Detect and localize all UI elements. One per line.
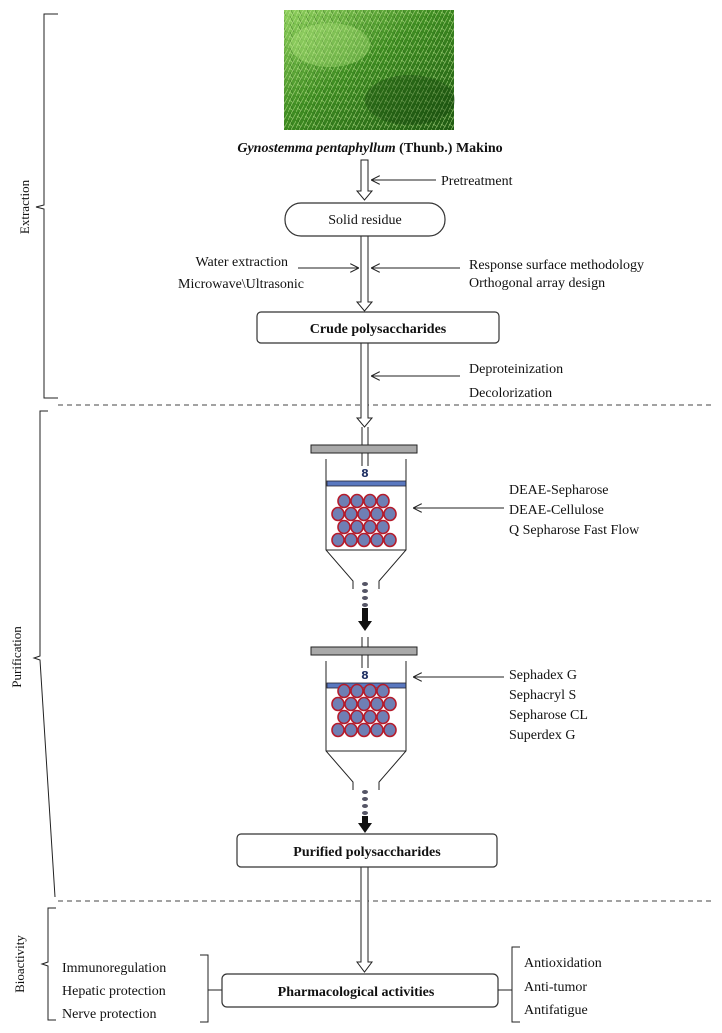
- gel-filtration-column: 8: [310, 637, 418, 833]
- column1-drops: [362, 582, 368, 607]
- bead: [350, 493, 364, 509]
- purified-box: [236, 833, 498, 868]
- deproteinization-label: Deproteinization: [469, 362, 563, 377]
- bead: [337, 493, 351, 509]
- plant-name-italic: Gynostemma pentaphyllum: [237, 141, 395, 156]
- right-acts-bracket: [498, 946, 520, 1023]
- left-acts-bracket: [200, 954, 222, 1023]
- column2-drops: [362, 790, 368, 815]
- orthogonal-label: Orthogonal array design: [469, 276, 605, 291]
- crude-label: Crude polysaccharides: [310, 322, 447, 337]
- sephacryl-label: Sephacryl S: [509, 688, 576, 703]
- column2-stopper: 8: [361, 669, 369, 682]
- bead: [357, 696, 371, 712]
- bead: [331, 532, 345, 548]
- decolorization-label: Decolorization: [469, 386, 552, 401]
- bead: [363, 709, 377, 725]
- bead: [370, 506, 384, 522]
- rsm-label: Response surface methodology: [469, 258, 644, 273]
- antioxidation-label: Antioxidation: [524, 956, 602, 971]
- bead: [331, 506, 345, 522]
- column1-band: [326, 480, 407, 487]
- bead: [344, 722, 358, 738]
- bead: [370, 532, 384, 548]
- bead: [376, 709, 390, 725]
- bead: [331, 722, 345, 738]
- main-arrow-1: [355, 159, 374, 201]
- bead: [370, 722, 384, 738]
- purification-label: Purification: [9, 626, 24, 688]
- column2-output-arrow: [358, 816, 372, 833]
- immunoregulation-label: Immunoregulation: [62, 961, 166, 976]
- main-arrow-3: [355, 342, 374, 428]
- bead: [383, 696, 397, 712]
- plant-name: Gynostemma pentaphyllum (Thunb.) Makino: [237, 141, 502, 156]
- bead: [344, 696, 358, 712]
- purified-label: Purified polysaccharides: [293, 845, 441, 860]
- sepharose-cl-label: Sepharose CL: [509, 708, 588, 723]
- solid-residue-box: [284, 202, 446, 237]
- anti-tumor-label: Anti-tumor: [524, 980, 587, 995]
- column2-cap: [310, 646, 418, 656]
- ion-exchange-column: 8: [310, 427, 418, 631]
- extraction-label: Extraction: [17, 179, 32, 234]
- column1-cap: [310, 444, 418, 454]
- bead: [376, 519, 390, 535]
- bead: [350, 709, 364, 725]
- column1-stopper: 8: [361, 467, 369, 480]
- bead: [344, 506, 358, 522]
- bioactivity-bracket: [40, 907, 56, 1021]
- main-arrow-4: [356, 866, 373, 973]
- bead: [383, 722, 397, 738]
- purification-bracket: [32, 410, 56, 898]
- microwave-ultrasonic-label: Microwave\Ultrasonic: [178, 277, 304, 292]
- nerve-protection-label: Nerve protection: [62, 1007, 156, 1022]
- water-extraction-label: Water extraction: [195, 255, 288, 270]
- bead: [357, 722, 371, 738]
- bead: [350, 519, 364, 535]
- column2-beads: [331, 683, 397, 738]
- deae-sepharose-label: DEAE-Sepharose: [509, 483, 609, 498]
- pretreatment-label: Pretreatment: [441, 174, 513, 189]
- hepatic-protection-label: Hepatic protection: [62, 984, 166, 999]
- bead: [383, 506, 397, 522]
- deae-cellulose-label: DEAE-Cellulose: [509, 503, 604, 518]
- crude-box: [256, 311, 500, 344]
- bead: [357, 506, 371, 522]
- superdex-label: Superdex G: [509, 728, 576, 743]
- bead: [376, 683, 390, 699]
- bead: [363, 519, 377, 535]
- antifatigue-label: Antifatigue: [524, 1003, 588, 1018]
- extraction-bracket: [35, 13, 58, 399]
- bead: [383, 532, 397, 548]
- sephadex-label: Sephadex G: [509, 668, 577, 683]
- bead: [363, 683, 377, 699]
- bead: [344, 532, 358, 548]
- main-arrow-2: [355, 235, 374, 312]
- bead: [376, 493, 390, 509]
- bead: [363, 493, 377, 509]
- bead: [337, 683, 351, 699]
- plant-name-rest: (Thunb.) Makino: [396, 141, 503, 156]
- column1-beads: [331, 493, 397, 548]
- pharma-label: Pharmacological activities: [278, 985, 435, 1000]
- bead: [370, 696, 384, 712]
- solid-residue-label: Solid residue: [328, 213, 402, 228]
- bead: [337, 709, 351, 725]
- bead: [337, 519, 351, 535]
- bead: [331, 696, 345, 712]
- bioactivity-label: Bioactivity: [12, 935, 27, 993]
- bead: [350, 683, 364, 699]
- column1-output-arrow: [358, 608, 372, 631]
- plant-photo: [284, 10, 455, 130]
- q-sepharose-label: Q Sepharose Fast Flow: [509, 523, 640, 538]
- bead: [357, 532, 371, 548]
